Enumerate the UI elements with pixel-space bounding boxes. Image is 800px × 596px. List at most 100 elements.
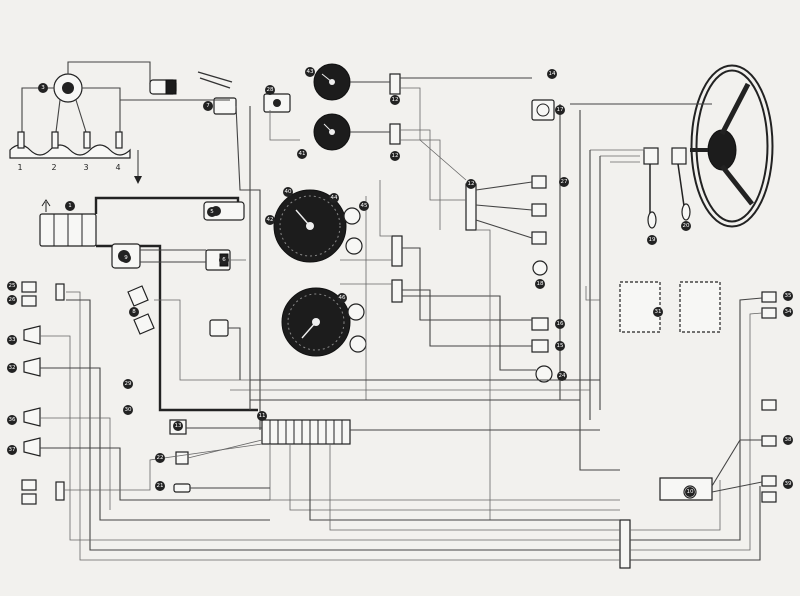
oil-gauge bbox=[313, 63, 351, 101]
svg-text:35: 35 bbox=[785, 293, 792, 299]
callout-14: 14 bbox=[547, 69, 557, 79]
svg-text:13: 13 bbox=[175, 423, 182, 429]
callout-31: 31 bbox=[653, 307, 663, 317]
tachometer bbox=[273, 189, 347, 263]
callout-29: 29 bbox=[123, 379, 133, 389]
callout-39: 39 bbox=[783, 479, 793, 489]
fuse-box bbox=[261, 419, 351, 445]
svg-text:34: 34 bbox=[785, 309, 792, 315]
column-switches bbox=[643, 147, 691, 229]
callout-40: 40 bbox=[283, 187, 293, 197]
callout-37: 37 bbox=[7, 445, 17, 455]
horn-right bbox=[133, 313, 155, 335]
svg-text:6: 6 bbox=[222, 257, 226, 263]
callout-43: 43 bbox=[305, 67, 315, 77]
callout-3: 3 bbox=[38, 83, 48, 93]
svg-text:28: 28 bbox=[267, 87, 274, 93]
callout-1: 1 bbox=[65, 201, 75, 211]
plug-3-label: 3 bbox=[83, 163, 88, 172]
svg-text:27: 27 bbox=[561, 179, 568, 185]
callout-28: 28 bbox=[265, 85, 275, 95]
svg-text:12: 12 bbox=[468, 181, 475, 187]
spark-plug-labels: 1 2 3 4 bbox=[17, 163, 120, 172]
svg-text:20: 20 bbox=[683, 223, 690, 229]
ignition-coil bbox=[149, 79, 177, 95]
svg-text:1: 1 bbox=[68, 203, 72, 209]
engine-block bbox=[9, 131, 142, 184]
callout-22: 22 bbox=[155, 453, 165, 463]
svg-text:42: 42 bbox=[267, 217, 274, 223]
callout-41: 41 bbox=[297, 149, 307, 159]
callout-10: 10 bbox=[685, 487, 695, 497]
distributor bbox=[21, 61, 151, 133]
callout-32: 32 bbox=[7, 363, 17, 373]
callout-21: 21 bbox=[155, 481, 165, 491]
temp-sender bbox=[197, 71, 237, 115]
svg-text:25: 25 bbox=[9, 283, 16, 289]
warning-lamps bbox=[343, 207, 367, 353]
svg-text:14: 14 bbox=[549, 71, 556, 77]
callout-11: 11 bbox=[257, 411, 267, 421]
callout-9: 9 bbox=[121, 253, 131, 263]
callout-16: 16 bbox=[555, 319, 565, 329]
callout-19: 19 bbox=[647, 235, 657, 245]
svg-text:31: 31 bbox=[655, 309, 662, 315]
callout-12a: 12 bbox=[390, 95, 400, 105]
battery bbox=[39, 199, 97, 247]
temp-gauge bbox=[313, 113, 351, 151]
steering-wheel bbox=[690, 64, 774, 228]
callout-35: 35 bbox=[783, 291, 793, 301]
svg-text:41: 41 bbox=[299, 151, 306, 157]
coolant-sender bbox=[173, 483, 191, 493]
callout-27: 27 bbox=[559, 177, 569, 187]
rear-lamp-cluster bbox=[619, 281, 721, 333]
svg-text:11: 11 bbox=[259, 413, 266, 419]
speedometer bbox=[281, 287, 351, 357]
svg-text:26: 26 bbox=[9, 297, 16, 303]
svg-text:46: 46 bbox=[339, 295, 346, 301]
svg-text:9: 9 bbox=[124, 255, 128, 261]
rear-lamps-right bbox=[761, 291, 777, 503]
svg-text:12: 12 bbox=[392, 97, 399, 103]
svg-text:7: 7 bbox=[206, 103, 210, 109]
reverse-switch bbox=[175, 451, 189, 465]
callout-18: 18 bbox=[535, 279, 545, 289]
svg-text:15: 15 bbox=[557, 343, 564, 349]
dash-switches bbox=[531, 175, 553, 383]
svg-text:18: 18 bbox=[537, 281, 544, 287]
svg-text:36: 36 bbox=[9, 417, 16, 423]
svg-text:19: 19 bbox=[649, 237, 656, 243]
svg-text:8: 8 bbox=[132, 309, 136, 315]
front-lamps-left bbox=[21, 281, 41, 505]
plug-4-label: 4 bbox=[115, 163, 120, 172]
callout-15: 15 bbox=[555, 341, 565, 351]
callout-26: 26 bbox=[7, 295, 17, 305]
callout-34: 34 bbox=[783, 307, 793, 317]
callout-12c: 12 bbox=[466, 179, 476, 189]
svg-text:5: 5 bbox=[210, 209, 214, 215]
svg-text:37: 37 bbox=[9, 447, 16, 453]
oil-pressure-switch bbox=[209, 319, 229, 337]
callout-6: 6 bbox=[219, 255, 229, 265]
svg-text:21: 21 bbox=[157, 483, 164, 489]
plug-2-label: 2 bbox=[51, 163, 56, 172]
svg-text:39: 39 bbox=[785, 481, 792, 487]
svg-text:40: 40 bbox=[285, 189, 292, 195]
svg-text:29: 29 bbox=[125, 381, 132, 387]
callout-17a: 17 bbox=[555, 105, 565, 115]
wiring-harness bbox=[40, 77, 763, 561]
svg-text:3: 3 bbox=[41, 85, 45, 91]
callout-44: 44 bbox=[329, 193, 339, 203]
svg-text:17: 17 bbox=[557, 107, 564, 113]
svg-text:32: 32 bbox=[9, 365, 16, 371]
svg-text:10: 10 bbox=[687, 489, 694, 495]
svg-text:30: 30 bbox=[125, 407, 132, 413]
svg-text:44: 44 bbox=[331, 195, 338, 201]
svg-text:33: 33 bbox=[9, 337, 16, 343]
callout-33: 33 bbox=[7, 335, 17, 345]
callouts: 3 1 7 28 5 6 9 8 43 14 17 27 12 12 12 19… bbox=[7, 67, 793, 497]
plug-1-label: 1 bbox=[17, 163, 22, 172]
fuel-sender bbox=[263, 93, 291, 113]
